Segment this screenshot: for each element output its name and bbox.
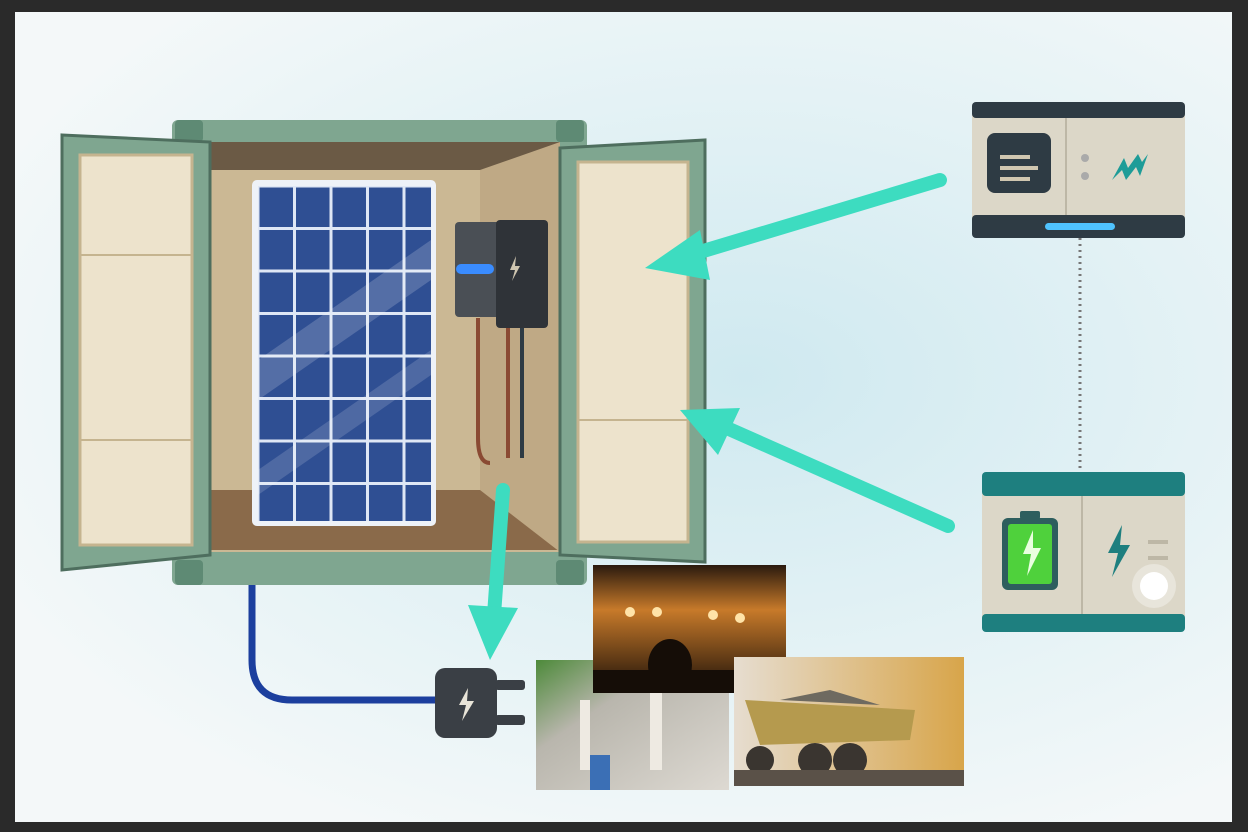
- left-door: [60, 133, 212, 572]
- charge-controller-device: [972, 102, 1185, 470]
- arrow-container-to-plug: [487, 483, 510, 622]
- power-cable: [248, 585, 440, 704]
- lightning-icon: [1112, 154, 1148, 180]
- flow-arrows: [487, 173, 955, 622]
- lightning-icon: [510, 256, 520, 281]
- solar-panel: [252, 180, 436, 526]
- arrow-controller-to-container: [683, 173, 947, 262]
- inverter-box: [455, 220, 548, 465]
- plug-icon: [435, 668, 525, 738]
- mining-truck-photo: [734, 657, 964, 786]
- battery-icon: [1002, 511, 1058, 590]
- lightning-icon: [1108, 525, 1130, 577]
- battery-storage-device: [982, 472, 1185, 632]
- concert-crowd-photo: [593, 565, 786, 693]
- right-door: [558, 138, 707, 564]
- display-icon: [987, 133, 1051, 193]
- arrow-battery-to-container: [713, 418, 955, 533]
